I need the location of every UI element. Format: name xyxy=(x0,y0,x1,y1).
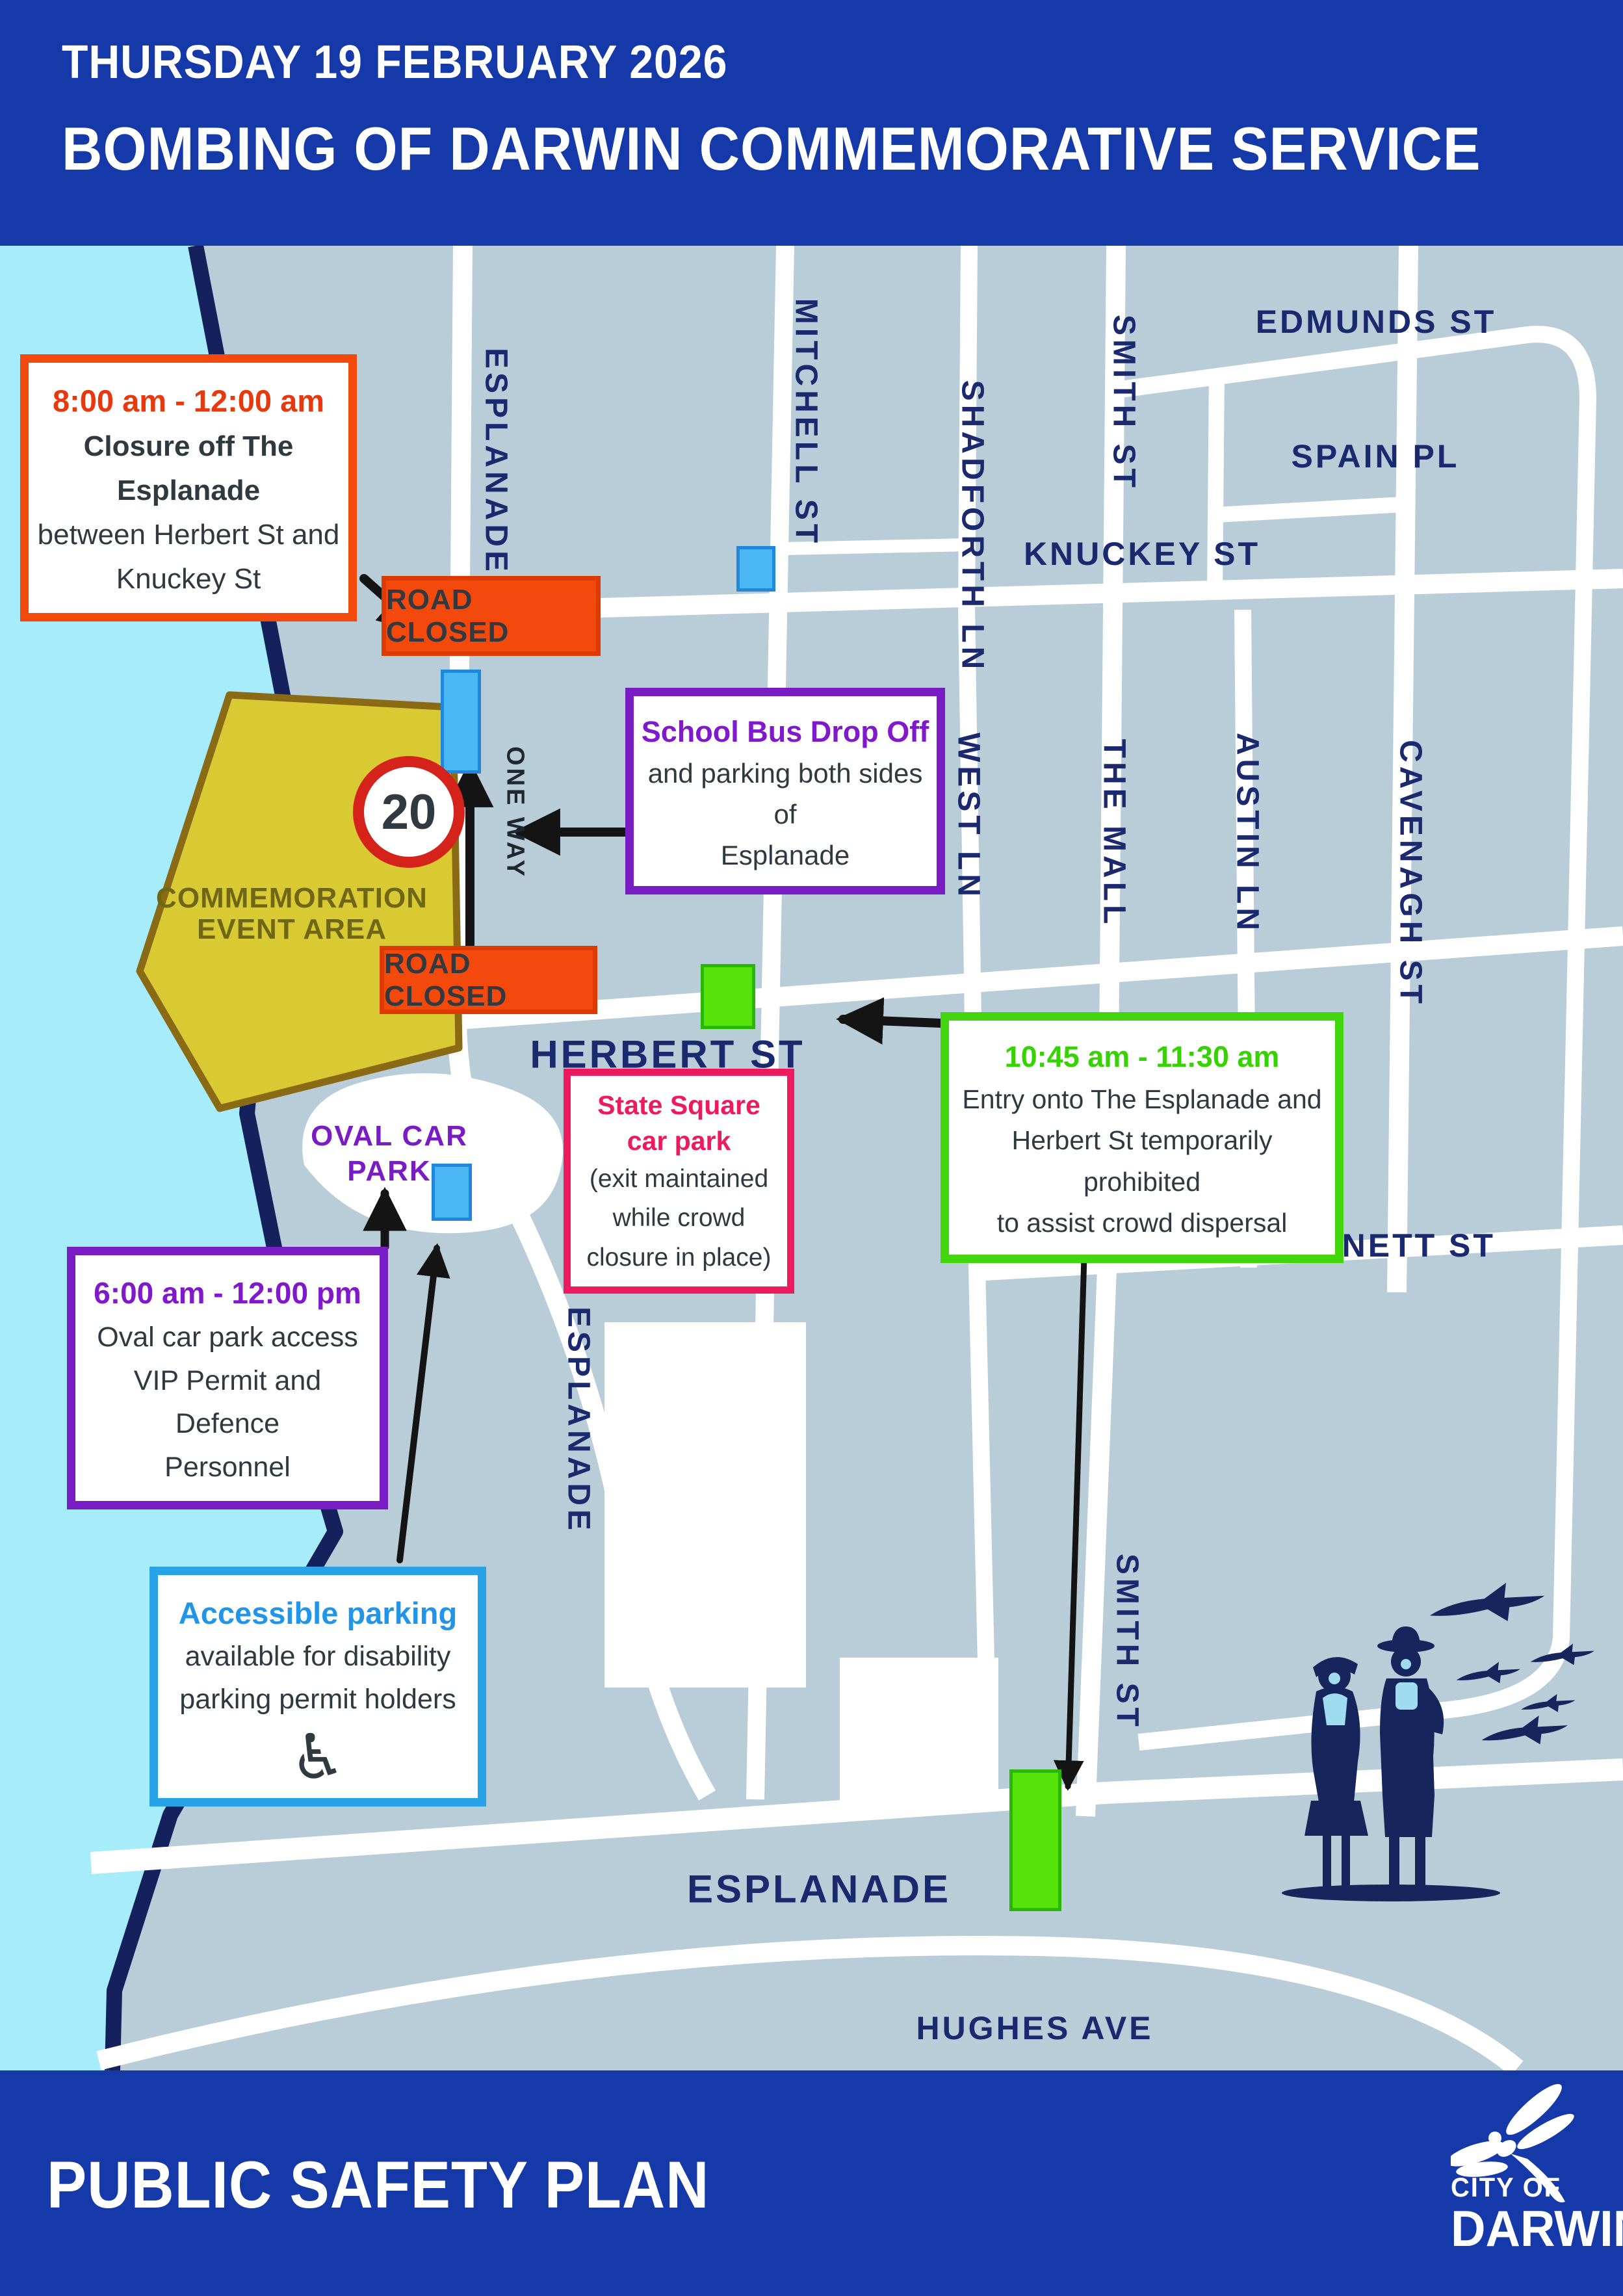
wheelchair-icon: ♿ xyxy=(289,1721,346,1794)
state-square-line: while crowd xyxy=(612,1204,746,1233)
road-edmunds-st xyxy=(1115,326,1596,1751)
street-label-spain: SPAIN PL xyxy=(1291,438,1460,475)
roads xyxy=(90,245,1623,2076)
road-herbert-st xyxy=(464,926,1623,1029)
accessible-parking-line: available for disability xyxy=(185,1640,451,1672)
street-label-shadforth: SHADFORTH LN xyxy=(955,380,990,673)
parking-marker-oval xyxy=(432,1164,472,1221)
oval-access-line: VIP Permit and Defence xyxy=(133,1364,322,1440)
road-knuckey-st xyxy=(440,569,1623,622)
dispersal-line: Herbert St temporarily prohibited xyxy=(1011,1125,1273,1197)
callout-accessible-parking: Accessible parking available for disabil… xyxy=(149,1567,486,1807)
closure-line: between Herbert St and xyxy=(37,518,340,551)
school-bus-title: School Bus Drop Off xyxy=(641,715,929,748)
street-label-esplanade-bottom: ESPLANADE xyxy=(686,1867,952,1911)
closure-time: 8:00 am - 12:00 am xyxy=(52,384,325,418)
callout-esplanade-closure: 8:00 am - 12:00 am Closure off The Espla… xyxy=(20,354,357,622)
street-label-cavenagh: CAVENAGH ST xyxy=(1393,740,1428,1008)
logo-darwin: DARWIN xyxy=(1451,2200,1623,2257)
oval-access-line: Personnel xyxy=(164,1451,291,1483)
oval-car-park-label-line2: PARK xyxy=(347,1155,432,1187)
header-band: THURSDAY 19 FEBRUARY 2026 BOMBING OF DAR… xyxy=(0,0,1623,246)
figure-highlights xyxy=(1323,1659,1418,1725)
closure-line: Knuckey St xyxy=(116,563,261,595)
dispersal-time: 10:45 am - 11:30 am xyxy=(1004,1040,1280,1073)
state-square-title: State Square xyxy=(597,1090,760,1120)
callout-crowd-dispersal: 10:45 am - 11:30 am Entry onto The Espla… xyxy=(941,1012,1344,1263)
state-square-title: car park xyxy=(627,1126,731,1156)
oval-car-park-label-line1: OVAL CAR xyxy=(311,1120,468,1152)
street-label-smith-top: SMITH ST xyxy=(1106,315,1141,491)
road-cavenagh-st xyxy=(1387,245,1418,1293)
street-label-west-ln: WEST LN xyxy=(951,733,986,900)
city-of-darwin-logo: CITY OF DARWIN xyxy=(1451,2076,1623,2258)
closure-line: Closure off The Esplanade xyxy=(83,430,294,506)
event-area-label-line1: COMMEMORATION xyxy=(156,882,428,914)
road-spain-pl-vertical xyxy=(1207,372,1225,591)
speed-limit-20-sign: 20 xyxy=(353,756,465,868)
soldier-figure xyxy=(1377,1626,1444,1901)
road-closed-sign-south: ROAD CLOSED xyxy=(380,946,597,1014)
accessible-parking-title: Accessible parking xyxy=(178,1596,458,1630)
logo-city-of: CITY OF xyxy=(1451,2172,1561,2202)
school-bus-line: and parking both sides of xyxy=(647,758,923,830)
soldiers-illustration xyxy=(1282,1626,1500,1901)
road-spain-pl xyxy=(1215,497,1405,523)
arrow-accessible-parking xyxy=(396,1243,450,1563)
road-closed-sign-north: ROAD CLOSED xyxy=(382,576,601,656)
street-label-mitchell: MITCHELL ST xyxy=(788,298,824,547)
parking-marker-knuckey xyxy=(736,546,775,592)
road-hughes-ave xyxy=(96,1936,1524,2076)
arrow-crowd-dispersal-south xyxy=(1053,1211,1089,1792)
callout-state-square-carpark: State Square car park (exit maintained w… xyxy=(564,1069,794,1294)
event-area-label-line2: EVENT AREA xyxy=(197,913,387,945)
street-label-austin-ln: AUSTIN LN xyxy=(1230,733,1265,934)
entry-marker-herbert xyxy=(701,964,755,1029)
one-way-label: ONE WAY xyxy=(501,746,529,879)
dragonfly-icon xyxy=(1451,2083,1574,2202)
parking-marker-esplanade xyxy=(441,670,481,774)
event-title: BOMBING OF DARWIN COMMEMORATIVE SERVICE xyxy=(62,114,1481,183)
oval-access-line: Oval car park access xyxy=(97,1322,358,1353)
street-label-the-mall: THE MALL xyxy=(1097,738,1132,928)
road-esplanade-bottom xyxy=(90,1758,1623,1874)
street-label-hughes: HUGHES AVE xyxy=(916,2010,1154,2046)
callout-oval-access: 6:00 am - 12:00 pm Oval car park access … xyxy=(67,1247,388,1509)
street-label-smith-bottom: SMITH ST xyxy=(1110,1554,1145,1730)
dispersal-line: Entry onto The Esplanade and xyxy=(962,1084,1322,1114)
state-square-line: closure in place) xyxy=(586,1243,772,1272)
event-date: THURSDAY 19 FEBRUARY 2026 xyxy=(62,36,728,88)
building-block xyxy=(840,1658,998,1803)
street-label-esplanade-top: ESPLANADE xyxy=(478,347,513,576)
oval-access-time: 6:00 am - 12:00 pm xyxy=(94,1276,361,1310)
dispersal-line: to assist crowd dispersal xyxy=(996,1208,1288,1238)
footer-band: PUBLIC SAFETY PLAN CITY OF DARWIN xyxy=(0,2070,1623,2296)
street-label-edmunds: EDMUNDS ST xyxy=(1255,304,1497,340)
arrow-crowd-dispersal-west xyxy=(836,997,946,1045)
street-label-knuckey: KNUCKEY ST xyxy=(1023,536,1261,572)
accessible-parking-line: parking permit holders xyxy=(179,1684,456,1715)
entry-marker-esplanade xyxy=(1009,1769,1061,1911)
callout-school-bus: School Bus Drop Off and parking both sid… xyxy=(625,688,945,895)
building-block xyxy=(604,1322,806,1688)
page-title: PUBLIC SAFETY PLAN xyxy=(47,2148,710,2222)
street-label-esplanade-mid: ESPLANADE xyxy=(561,1306,596,1535)
state-square-line: (exit maintained xyxy=(589,1164,769,1193)
road-lane xyxy=(783,538,968,555)
school-bus-line: Esplanade xyxy=(720,840,850,871)
